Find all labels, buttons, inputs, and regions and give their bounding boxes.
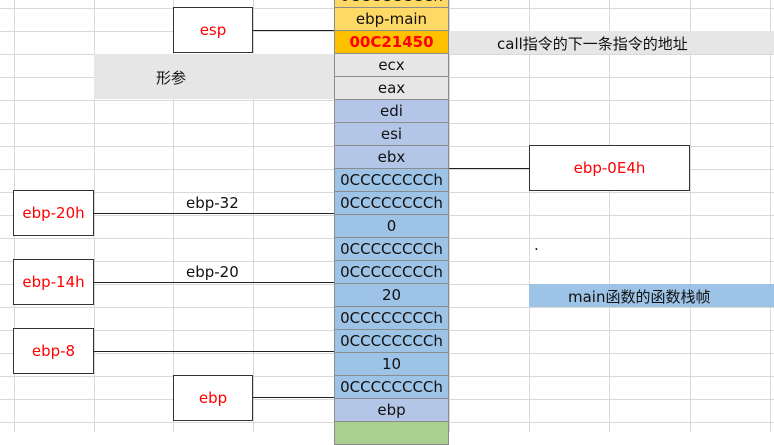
stack-cell: ebx bbox=[334, 146, 449, 169]
stack-cell: 0CCCCCCCCh bbox=[334, 261, 449, 284]
call-next-label: call指令的下一条指令的地址 bbox=[497, 35, 688, 53]
stack-cell: 0CCCCCCCCh bbox=[334, 330, 449, 353]
ebp-8-box: ebp-8 bbox=[13, 328, 94, 374]
esp-connector bbox=[253, 30, 334, 31]
esp-box: esp bbox=[173, 7, 253, 53]
stack-cell: 00C21450 bbox=[334, 31, 449, 54]
stack-cell: esi bbox=[334, 123, 449, 146]
stack-cell: 20 bbox=[334, 284, 449, 307]
stack-cell: 0CCCCCCCCh bbox=[334, 238, 449, 261]
stack-cell: 0CCCCCCCCh bbox=[334, 0, 449, 8]
stack-cell: ebp-main bbox=[334, 8, 449, 31]
stack-cell: 0CCCCCCCCh bbox=[334, 169, 449, 192]
stack-cell: 0CCCCCCCCh bbox=[334, 307, 449, 330]
stack-cell: edi bbox=[334, 100, 449, 123]
ebp-0e4h-box: ebp-0E4h bbox=[529, 145, 690, 191]
main-frame-label: main函数的函数栈帧 bbox=[568, 288, 711, 306]
ebp-connector bbox=[253, 397, 334, 398]
stack-cell: ecx bbox=[334, 54, 449, 77]
ebp-20-label: ebp-20 bbox=[186, 263, 239, 281]
ebp-20h-box: ebp-20h bbox=[13, 190, 94, 236]
ebp-14h-box: ebp-14h bbox=[13, 259, 94, 305]
ebx-connector bbox=[449, 168, 529, 169]
stack-cell: 0CCCCCCCCh bbox=[334, 192, 449, 215]
stack-cell: eax bbox=[334, 77, 449, 100]
ebp-14h-connector bbox=[94, 282, 334, 283]
params-label: 形参 bbox=[156, 69, 187, 87]
stack-cell: 0CCCCCCCCh bbox=[334, 376, 449, 399]
dot-label: . bbox=[534, 236, 539, 254]
stack-cell: 10 bbox=[334, 353, 449, 376]
stack-cell: ebp bbox=[334, 399, 449, 422]
params-shade bbox=[94, 54, 334, 99]
ebp-box: ebp bbox=[173, 375, 253, 421]
stack-cell: 0 bbox=[334, 215, 449, 238]
ebp-32-label: ebp-32 bbox=[186, 194, 239, 212]
ebp-20h-connector bbox=[94, 213, 334, 214]
stack-cell bbox=[334, 422, 449, 445]
main-frame-shade bbox=[529, 284, 774, 307]
call-note-shade bbox=[449, 31, 774, 54]
ebp-8-connector bbox=[94, 351, 334, 352]
